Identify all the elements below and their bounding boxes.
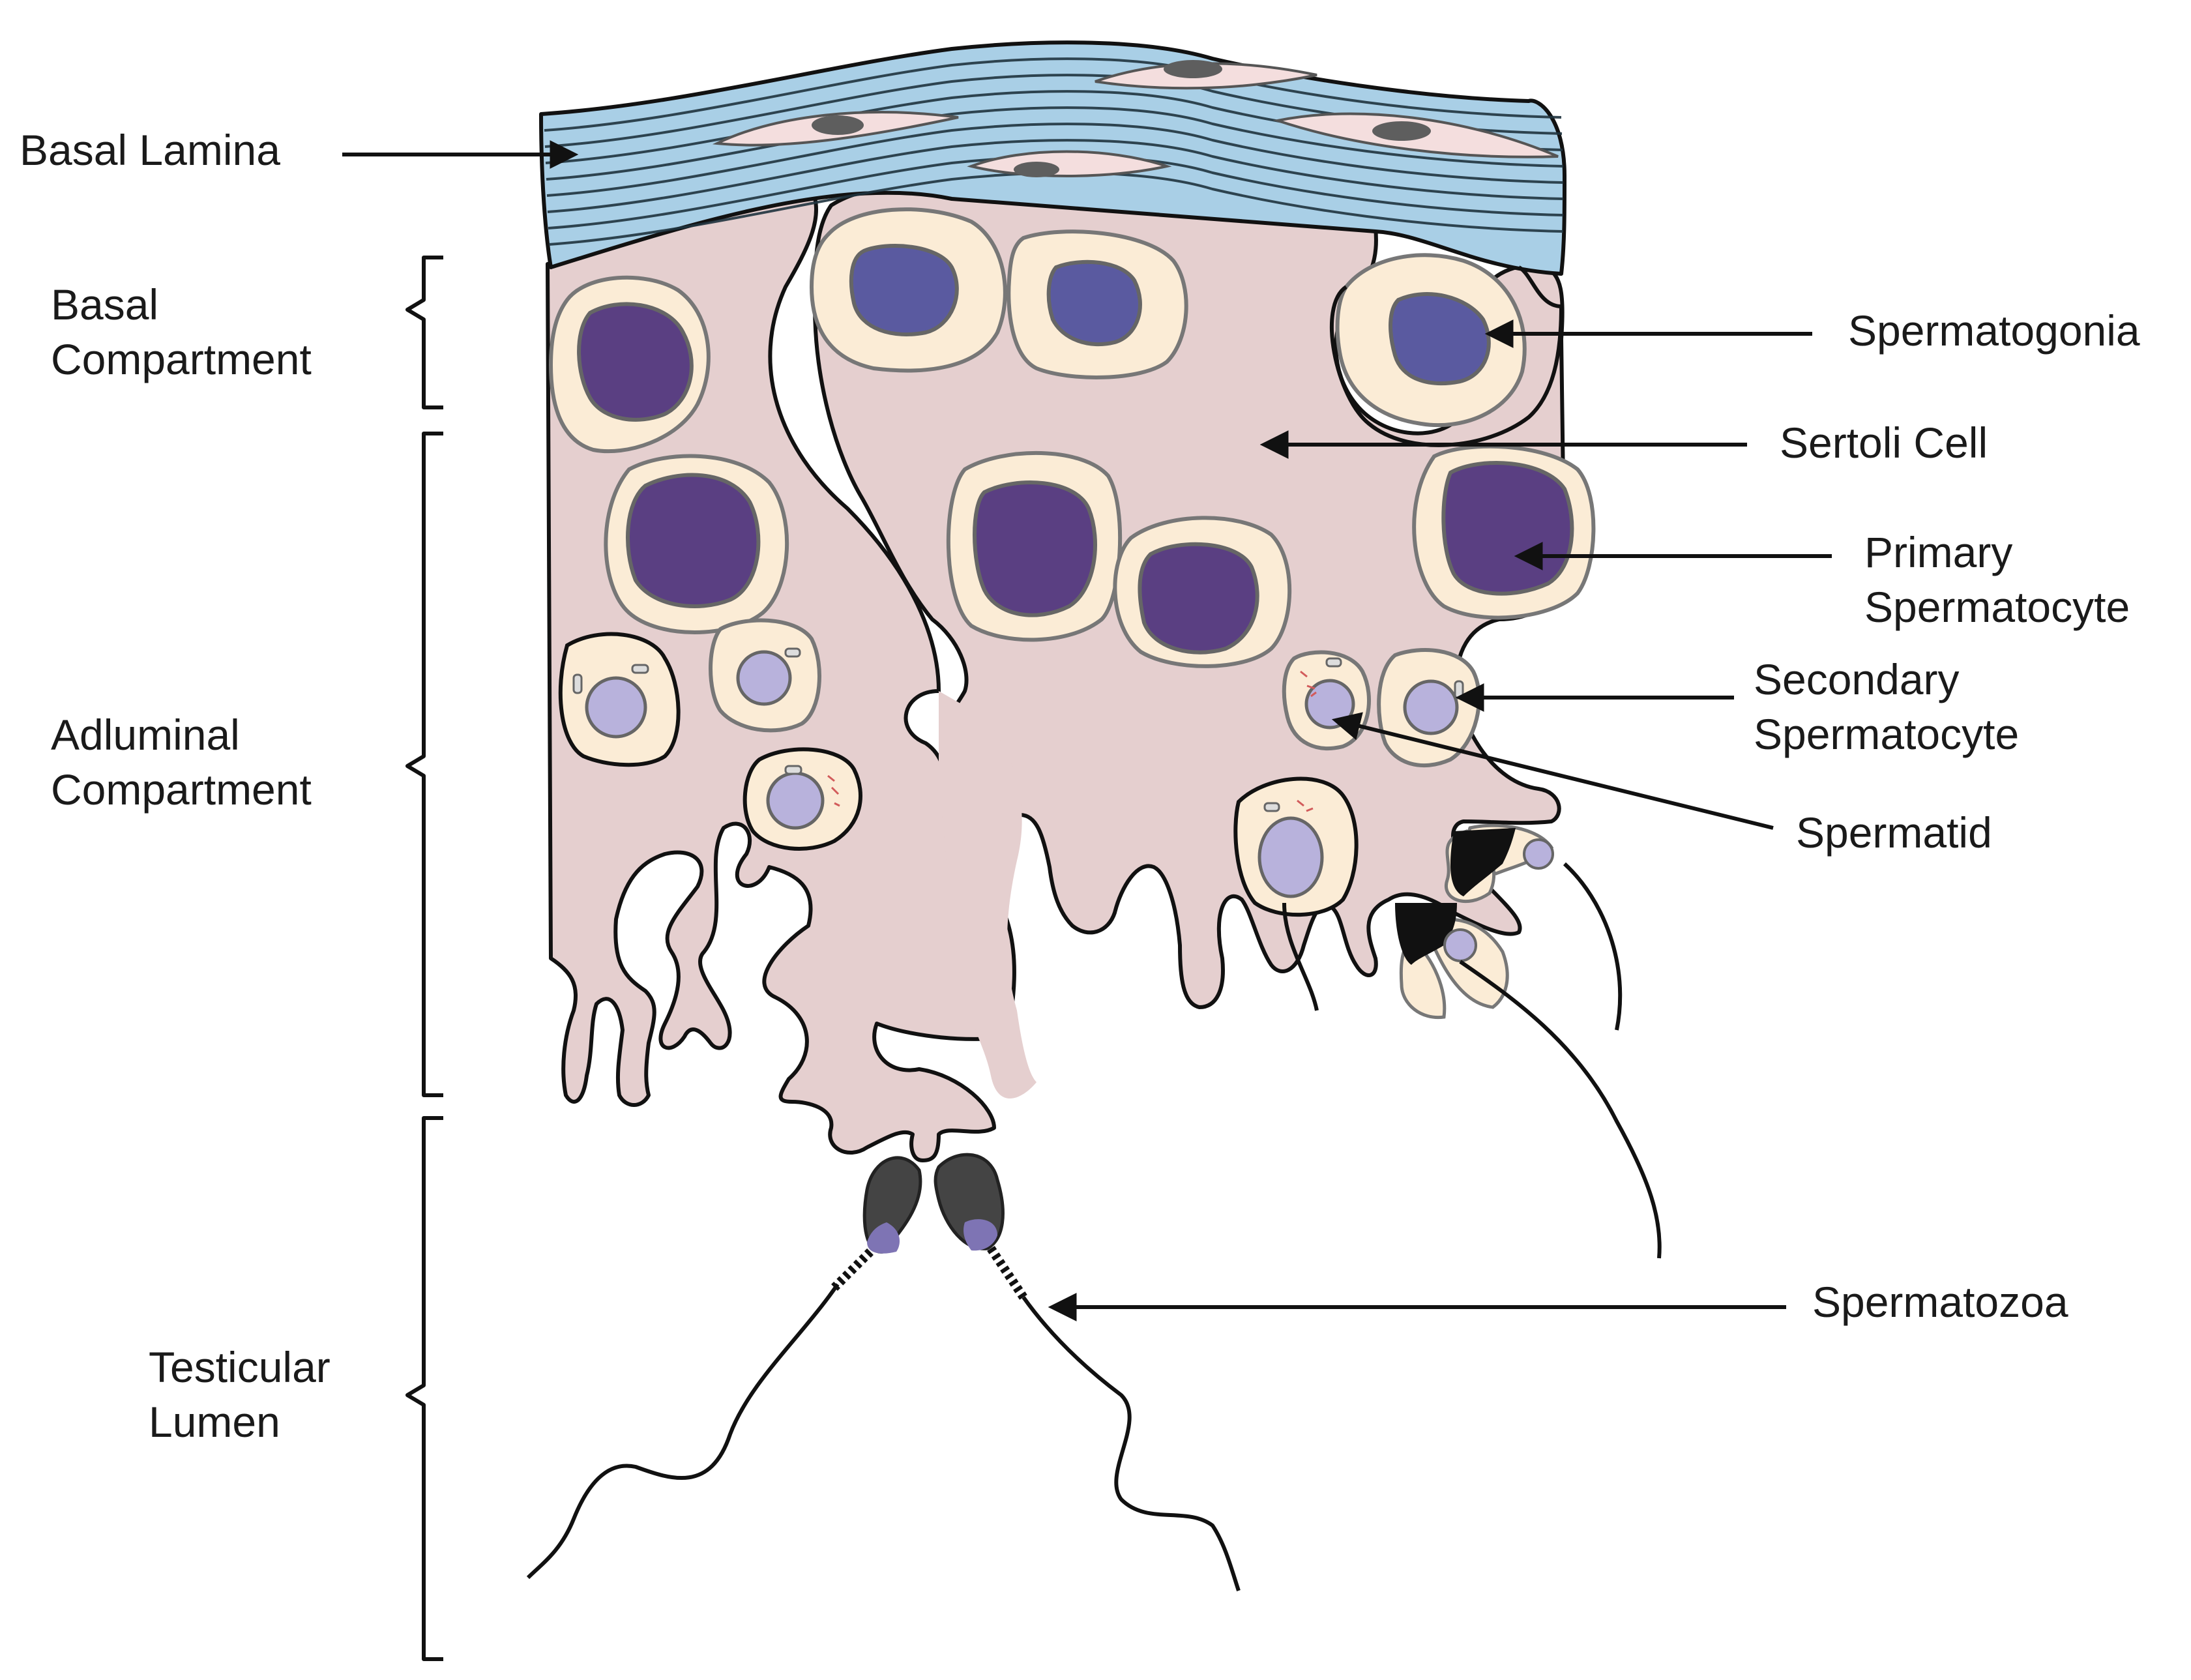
secondary-spermatocyte-label: Secondary Spermatocyte [1754, 652, 2019, 762]
testicular-lumen-label-line2: Lumen [149, 1398, 280, 1447]
secondary-spermatocyte [558, 632, 681, 767]
adluminal-compartment-label-line1: Adluminal [51, 711, 240, 759]
spermatogonium [1007, 229, 1188, 379]
sertoli-cell-label: Sertoli Cell [1780, 419, 1988, 467]
spermatogonium-gap [1329, 265, 1564, 447]
myoid-cell [1272, 112, 1559, 158]
basal-lamina-label: Basal Lamina [20, 126, 280, 174]
primary-spermatocyte-arrow-target [1412, 444, 1596, 620]
spermatid-arrow [1331, 712, 1774, 830]
testicular-lumen-bracket [405, 1116, 443, 1661]
myoid-cell [712, 111, 959, 147]
myoid-cell [1095, 60, 1317, 90]
secondary-spermatocyte-label-line2: Spermatocyte [1754, 710, 2020, 759]
adluminal-compartment-label-line2: Compartment [51, 765, 312, 814]
spermatid-label: Spermatid [1796, 808, 1992, 857]
elongating-spermatid [1233, 776, 1359, 1011]
spermatozoon-arrow-target [934, 1153, 1241, 1591]
adluminal-compartment-bracket [405, 432, 443, 1097]
sertoli-lumen-process [939, 691, 1037, 1098]
basal-lamina [539, 40, 1566, 276]
basal-compartment-bracket [405, 256, 443, 409]
spermatogonium [809, 207, 1007, 373]
spermatogonium-arrow-target [1335, 253, 1527, 428]
basal-compartment-label-line2: Compartment [51, 335, 312, 384]
primary-spermatocyte [1113, 516, 1292, 668]
primary-spermatocyte-label-line1: Primary [1864, 528, 2013, 576]
primary-spermatocyte [946, 450, 1123, 642]
testicular-lumen-label-line1: Testicular [149, 1343, 331, 1391]
maturing-spermatid [1395, 903, 1662, 1259]
testicular-lumen-label: Testicular Lumen [149, 1340, 331, 1450]
spermatozoa-label: Spermatozoa [1812, 1278, 2068, 1326]
maturing-spermatid [1444, 823, 1623, 1031]
secondary-spermatocyte-label-line1: Secondary [1754, 655, 1960, 703]
primary-spermatocyte [604, 454, 789, 634]
secondary-spermatocyte [709, 618, 821, 733]
secondary-spermatocyte [743, 747, 862, 851]
primary-spermatocyte-label-line2: Spermatocyte [1864, 583, 2130, 632]
basal-compartment-label: Basal Compartment [51, 277, 312, 387]
spermatogonia-label: Spermatogonia [1848, 306, 2140, 355]
secondary-spermatocyte-arrow-target [1377, 648, 1481, 768]
adluminal-compartment-label: Adluminal Compartment [51, 707, 312, 818]
spermatozoon [526, 1156, 922, 1580]
spermatocyte-basal [548, 275, 711, 454]
basal-compartment-label-line1: Basal [51, 280, 159, 329]
spermatid-arrow-target [1282, 650, 1371, 750]
myoid-cell [967, 150, 1172, 177]
primary-spermatocyte-label: Primary Spermatocyte [1864, 525, 2130, 635]
